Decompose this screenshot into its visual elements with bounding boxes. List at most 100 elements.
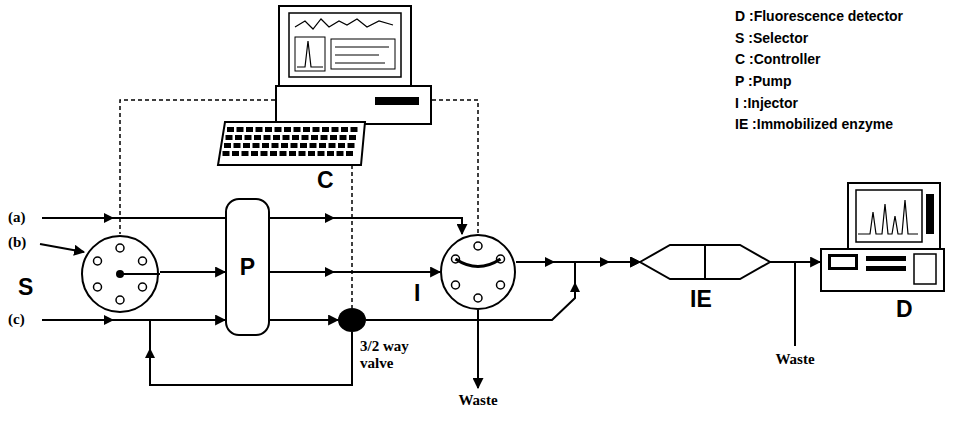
injector-valve	[441, 235, 515, 309]
legend-row: D :Fluorescence detector	[735, 6, 903, 28]
detector-unit	[821, 249, 944, 291]
key	[318, 151, 325, 156]
key	[265, 127, 272, 132]
key	[275, 127, 282, 132]
key	[243, 143, 250, 148]
keyboard	[218, 122, 365, 165]
key	[234, 143, 241, 148]
key	[280, 151, 287, 156]
node-label: S	[18, 276, 33, 299]
switching-valve: 3/2 way valve	[338, 308, 366, 332]
key	[251, 151, 258, 156]
key	[303, 127, 310, 132]
key	[235, 135, 242, 140]
key	[284, 127, 291, 132]
waste-label: Waste	[775, 351, 814, 368]
key	[254, 135, 261, 140]
key	[246, 127, 253, 132]
legend-text: IE :Immobilized enzyme	[735, 114, 893, 136]
key	[226, 135, 233, 140]
key	[273, 135, 280, 140]
valve-symbol	[338, 308, 366, 332]
flow-line	[270, 218, 462, 234]
key	[223, 151, 230, 156]
key	[348, 143, 355, 148]
legend-row: P :Pump	[735, 71, 903, 93]
key	[261, 151, 268, 156]
key	[300, 143, 307, 148]
waste-label: Waste	[458, 392, 497, 409]
key	[289, 151, 296, 156]
key	[311, 135, 318, 140]
key	[327, 151, 334, 156]
node-label: D	[896, 298, 913, 321]
flow-arrow	[104, 315, 114, 325]
screen-window	[295, 37, 325, 71]
inlet-label: (a)	[8, 209, 26, 226]
port-hole	[94, 257, 102, 265]
screen-lines	[335, 47, 389, 63]
screen-window	[331, 39, 395, 69]
port-hole	[116, 296, 124, 304]
key	[292, 135, 299, 140]
port-hole	[474, 294, 482, 302]
detector-slot	[866, 256, 906, 261]
flow-line	[160, 271, 225, 273]
legend-text: D :Fluorescence detector	[735, 6, 903, 28]
flow-line	[516, 261, 640, 263]
node-label: P	[240, 256, 255, 279]
key	[308, 151, 315, 156]
key	[291, 143, 298, 148]
detector-monitor	[848, 183, 940, 249]
detector-screen	[856, 190, 922, 242]
selector-symbol	[80, 234, 160, 314]
port-hole	[116, 244, 124, 252]
key	[227, 127, 234, 132]
inlet-label: (c)	[8, 311, 25, 328]
controller-monitor	[279, 6, 411, 86]
drive-slot	[375, 97, 419, 105]
key	[337, 151, 344, 156]
flow-line	[270, 319, 338, 321]
flow-line	[270, 271, 440, 273]
valve-body	[338, 308, 366, 332]
node-label: 3/2 way valve	[360, 338, 430, 371]
key	[299, 151, 306, 156]
key	[346, 151, 353, 156]
key	[341, 127, 348, 132]
node-label: IE	[690, 288, 712, 311]
port-hole	[452, 281, 460, 289]
node-label: C	[317, 169, 334, 192]
legend-row: S :Selector	[735, 28, 903, 50]
sample-loop	[456, 259, 501, 267]
port-hole	[497, 281, 505, 289]
detector-keypad	[914, 254, 936, 284]
key	[245, 135, 252, 140]
controller-illustration	[275, 5, 432, 130]
inlet-line	[42, 217, 225, 219]
key	[319, 143, 326, 148]
key	[349, 135, 356, 140]
legend-row: IE :Immobilized enzyme	[735, 114, 903, 136]
port-hole	[139, 283, 147, 291]
key	[310, 143, 317, 148]
port-hole	[474, 242, 482, 250]
key	[262, 143, 269, 148]
flow-arrow	[104, 213, 114, 223]
legend: D :Fluorescence detectorS :SelectorC :Co…	[735, 6, 903, 136]
controller-screen	[289, 13, 401, 77]
node-label: I	[414, 282, 420, 305]
display-window	[831, 257, 855, 267]
legend-text: S :Selector	[735, 28, 808, 50]
monitor-panel	[926, 194, 934, 234]
valve-outlet	[120, 273, 160, 275]
inlet-line	[40, 244, 84, 252]
detector-display	[828, 254, 858, 270]
inlet-label: (b)	[8, 234, 26, 251]
legend-row: C :Controller	[735, 49, 903, 71]
key	[281, 143, 288, 148]
controller-base	[276, 86, 431, 124]
key	[351, 127, 358, 132]
